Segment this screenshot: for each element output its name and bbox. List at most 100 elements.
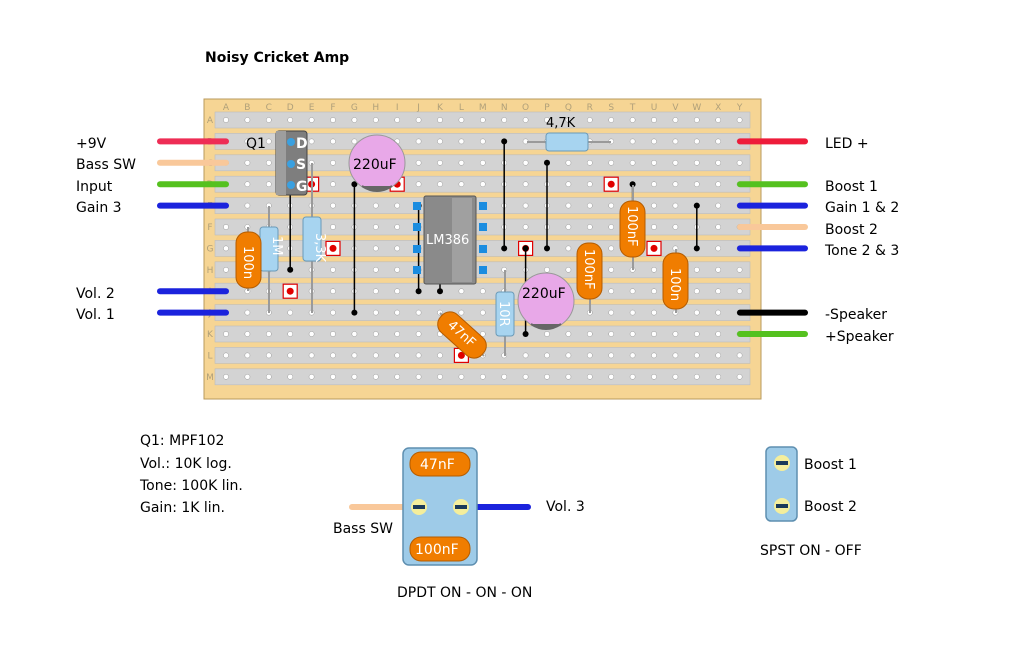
solder-point: [351, 181, 358, 188]
strip-hole: [715, 159, 722, 166]
strip-hole: [265, 138, 272, 145]
strip-hole: [651, 181, 657, 188]
capacitor-100n-label: 100n: [667, 268, 682, 301]
strip-hole: [565, 373, 572, 380]
column-label: F: [330, 103, 335, 113]
strip-hole: [651, 266, 657, 273]
strip-hole: [608, 352, 615, 359]
strip-hole: [308, 373, 315, 380]
strip-hole: [629, 288, 636, 295]
strip-hole: [565, 245, 572, 252]
strip-hole: [672, 117, 679, 123]
right-wire-labels: LED + Boost 1 Gain 1 & 2 Boost 2 Tone 2 …: [824, 136, 899, 345]
strip-hole: [672, 352, 679, 359]
strip-hole: [672, 138, 679, 145]
capacitor-100n-a: 100n: [235, 227, 262, 291]
strip-hole: [629, 352, 636, 359]
right-wire-label: -Speaker: [825, 307, 887, 323]
column-label: V: [672, 103, 679, 113]
strip-hole: [672, 373, 679, 380]
strip-hole: [608, 309, 615, 316]
resistor-10r-label: 10R: [496, 301, 511, 327]
strip-hole: [586, 181, 593, 188]
strip-hole: [244, 138, 251, 145]
strip-hole: [223, 266, 229, 273]
strip-hole: [372, 331, 379, 337]
strip-hole: [351, 117, 358, 123]
strip-hole: [372, 224, 379, 230]
strip-hole: [287, 331, 294, 337]
strip-hole: [693, 288, 700, 295]
strip-hole: [608, 288, 615, 295]
track-cut-mark: [329, 244, 337, 252]
note-line: Gain: 1K lin.: [140, 500, 225, 516]
track-cut-mark: [650, 244, 658, 252]
strip-hole: [223, 331, 229, 337]
spst-switch: Boost 1 Boost 2 SPST ON - OFF: [760, 446, 862, 559]
solder-point: [522, 245, 529, 252]
left-wire-labels: +9V Bass SW Input Gain 3 Vol. 2 Vol. 1: [76, 136, 136, 323]
strip-hole: [651, 352, 657, 359]
strip-hole: [287, 352, 294, 359]
lm386-ic: LM386: [413, 195, 487, 285]
strip-hole: [715, 331, 722, 337]
capacitor-100n-d: 100n: [662, 249, 689, 313]
resistor-10r: 10R: [495, 270, 515, 356]
strip-hole: [629, 117, 636, 123]
resistor-4k7: 4,7K: [527, 116, 611, 152]
strip-hole: [394, 352, 401, 359]
row-label: G: [207, 244, 214, 254]
strip-hole: [437, 373, 443, 380]
capacitor-100nf-b: 100nF: [576, 242, 603, 313]
lm386-label: LM386: [426, 233, 469, 248]
strip-hole: [608, 159, 615, 166]
capacitor-220uf-b: 220uF: [517, 272, 575, 330]
row-label: F: [207, 223, 212, 233]
strip-hole: [415, 309, 422, 316]
strip-hole: [415, 373, 422, 380]
column-label: P: [544, 103, 550, 113]
strip-hole: [437, 117, 443, 123]
strip-hole: [372, 245, 379, 252]
capacitor-220uf-label: 220uF: [522, 286, 566, 302]
strip-hole: [736, 159, 743, 166]
solder-point: [522, 331, 529, 337]
strip-hole: [693, 373, 700, 380]
strip-hole: [586, 373, 593, 380]
column-label: Y: [736, 103, 743, 113]
strip-hole: [394, 224, 401, 230]
strip-hole: [672, 181, 679, 188]
strip-hole: [715, 202, 722, 209]
strip-hole: [565, 117, 572, 123]
strip-hole: [223, 224, 229, 230]
right-wire-label: Boost 1: [825, 179, 878, 195]
strip-hole: [415, 331, 422, 337]
strip-hole: [715, 266, 722, 273]
solder-point: [544, 245, 550, 252]
right-wires: [737, 138, 808, 337]
strip-hole: [372, 117, 379, 123]
strip-hole: [265, 352, 272, 359]
strip-hole: [693, 352, 700, 359]
strip-hole: [265, 331, 272, 337]
strip-hole: [651, 331, 657, 337]
strip-hole: [437, 181, 443, 188]
row-label: L: [207, 351, 212, 361]
strip-hole: [693, 331, 700, 337]
strip-hole: [479, 138, 486, 145]
strip-hole: [351, 138, 358, 145]
q1-pin-label: D: [296, 136, 308, 152]
strip-hole: [586, 331, 593, 337]
column-label: K: [437, 103, 444, 113]
strip-hole: [330, 159, 336, 166]
strip-hole: [565, 159, 572, 166]
q1-pin-label: S: [296, 157, 306, 173]
strip-hole: [586, 159, 593, 166]
strip-hole: [651, 224, 657, 230]
track-cut-mark: [457, 351, 465, 359]
resistor-1m: 1M: [259, 206, 284, 313]
strip-hole: [244, 352, 251, 359]
strip-hole: [544, 117, 550, 123]
column-label: W: [692, 103, 701, 113]
strip-hole: [651, 202, 657, 209]
